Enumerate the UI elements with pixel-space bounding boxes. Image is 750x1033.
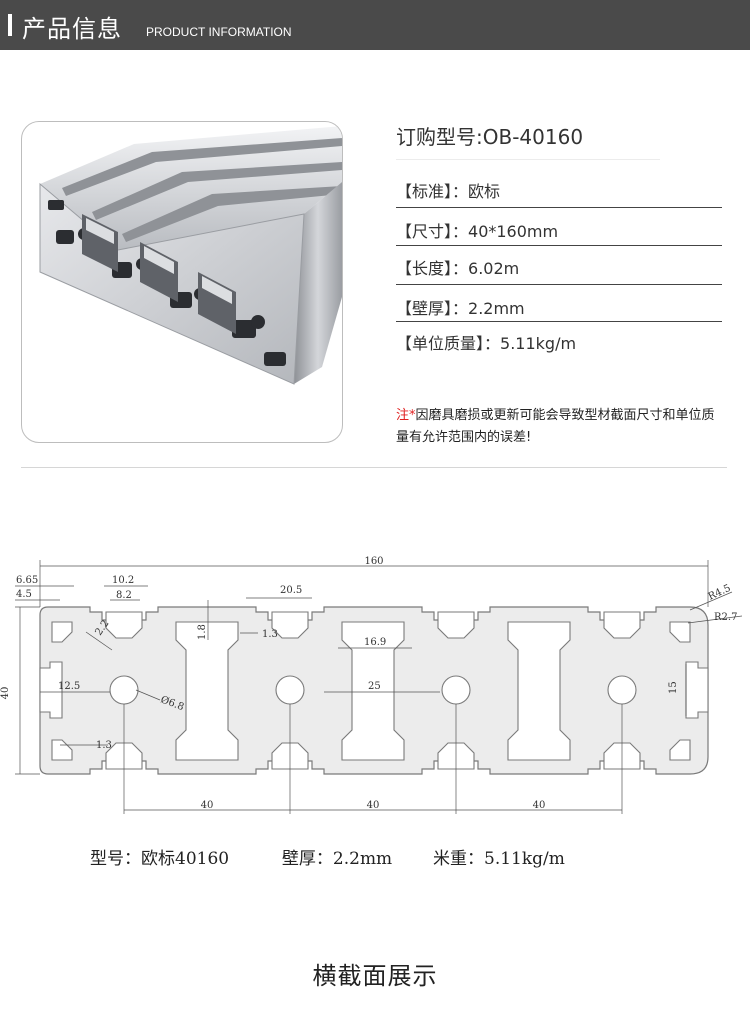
dim-r2-7: R2.7 xyxy=(714,612,737,623)
spec-row-weight: 【单位质量】：5.11kg/m xyxy=(396,330,576,354)
spec-divider xyxy=(396,284,722,285)
spec-value: 5.11kg/m xyxy=(500,334,577,353)
spec-divider xyxy=(396,207,722,208)
dim-4-5: 4.5 xyxy=(16,589,32,600)
spec-divider xyxy=(396,321,722,322)
spec-divider xyxy=(396,245,722,246)
header-subtitle: PRODUCT INFORMATION xyxy=(146,25,292,39)
model-underline xyxy=(396,159,660,160)
drawing-svg: 160 40 6.65 4.5 10.2 8.2 2.2 20.5 1.8 1.… xyxy=(0,556,743,814)
section-header: 产品信息 PRODUCT INFORMATION xyxy=(0,0,750,50)
dim-10-2: 10.2 xyxy=(112,575,134,586)
spec-label: 【标准】： xyxy=(396,182,469,201)
dim-r4-5: R4.5 xyxy=(707,583,733,603)
drawing-caption: 型号：欧标40160 壁厚：2.2mm 米重：5.11kg/m xyxy=(90,844,565,869)
dim-1-3-top: 1.3 xyxy=(262,629,278,640)
spec-label: 【壁厚】： xyxy=(396,299,469,318)
dim-20-5: 20.5 xyxy=(280,585,302,596)
tolerance-note: 注*因磨具磨损或更新可能会导致型材截面尺寸和单位质量有允许范围内的误差! xyxy=(396,405,726,449)
header-title: 产品信息 xyxy=(22,15,122,43)
spec-value: 6.02m xyxy=(468,259,520,278)
dim-overall-width: 160 xyxy=(364,556,383,567)
spec-row-length: 【长度】：6.02m xyxy=(396,255,519,279)
spec-label: 【单位质量】： xyxy=(396,334,501,353)
caption-model: 型号：欧标40160 xyxy=(90,849,230,869)
spec-value: 2.2mm xyxy=(468,299,525,318)
spec-row-standard: 【标准】：欧标 xyxy=(396,178,500,202)
spec-value: 欧标 xyxy=(468,182,501,201)
note-text: 因磨具磨损或更新可能会导致型材截面尺寸和单位质量有允许范围内的误差! xyxy=(396,408,715,445)
note-star: 注* xyxy=(396,408,416,423)
order-model: 订购型号:OB-40160 xyxy=(396,125,584,149)
aluminum-profile-illustration xyxy=(39,126,342,385)
cross-section-drawing: 160 40 6.65 4.5 10.2 8.2 2.2 20.5 1.8 1.… xyxy=(0,540,750,840)
dim-pitch-3: 40 xyxy=(533,800,546,811)
dim-1-3-bottom: 1.3 xyxy=(96,740,112,751)
dim-overall-height: 40 xyxy=(0,687,11,700)
dim-16-9: 16.9 xyxy=(364,637,386,648)
caption-weight: 米重：5.11kg/m xyxy=(433,849,565,869)
dim-pitch-2: 40 xyxy=(367,800,380,811)
dim-25: 25 xyxy=(368,681,381,692)
spec-label: 【长度】： xyxy=(396,259,469,278)
dim-15: 15 xyxy=(668,681,679,694)
dim-6-65: 6.65 xyxy=(16,575,38,586)
spec-row-size: 【尺寸】：40*160mm xyxy=(396,218,558,242)
dim-8-2: 8.2 xyxy=(116,590,132,601)
dim-12-5: 12.5 xyxy=(58,681,80,692)
caption-wall: 壁厚：2.2mm xyxy=(281,849,393,869)
spec-row-wall: 【壁厚】：2.2mm xyxy=(396,295,525,319)
section-divider xyxy=(21,467,727,468)
product-photo xyxy=(21,121,343,443)
dim-1-8: 1.8 xyxy=(197,624,208,640)
spec-label: 【尺寸】： xyxy=(396,222,469,241)
header-accent-bar xyxy=(8,14,12,36)
spec-value: 40*160mm xyxy=(468,222,559,241)
dim-pitch-1: 40 xyxy=(201,800,214,811)
cross-section-title: 横截面展示 xyxy=(312,962,438,990)
